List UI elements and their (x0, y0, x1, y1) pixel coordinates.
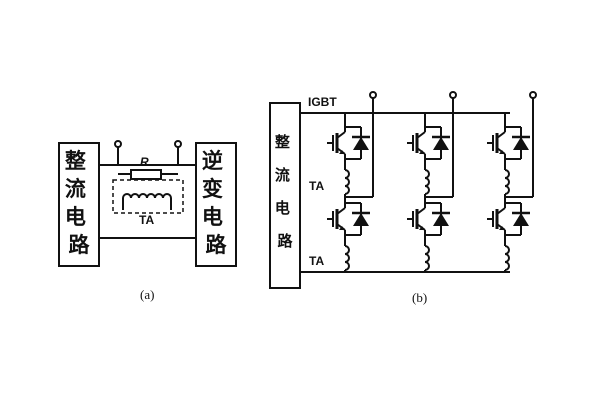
output-terminal-3 (529, 91, 537, 99)
ct-coil-lower-3 (504, 245, 510, 271)
inverter-label-a-char-3: 电 (202, 205, 223, 229)
rectifier-label-a: 整 流 电 路 (65, 149, 93, 257)
igbt-upper-3 (485, 122, 532, 164)
output-terminal-2 (449, 91, 457, 99)
igbt-lower-1 (325, 198, 372, 240)
igbt-upper-1 (325, 122, 372, 164)
resistor-r (130, 169, 162, 180)
rectifier-label-a-char-2: 流 (65, 177, 86, 201)
diagram-a: 整 流 电 路 逆 变 电 路 R (58, 140, 237, 302)
rectifier-label-b-char-4: 路 (277, 232, 293, 250)
caption-b: (b) (412, 290, 427, 305)
inverter-block-a (195, 142, 237, 267)
rectifier-label-a-char-1: 整 (65, 149, 86, 173)
rectifier-label-a-char-3: 电 (65, 205, 86, 229)
ct-label-b-lower: TA (309, 254, 324, 268)
ct-label-b-upper: TA (309, 179, 324, 193)
phase-leg-1 (325, 91, 377, 272)
rectifier-label-b-char-2: 流 (275, 166, 290, 184)
ct-dashed-box-a (112, 179, 184, 214)
inverter-label-a-char-1: 逆 (202, 149, 223, 173)
rectifier-label-a-char-4: 路 (69, 233, 91, 257)
igbt-lower-2 (405, 198, 452, 240)
diagram-b: 整 流 电 路 IGBT TA TA (269, 91, 537, 305)
inverter-label-a-char-4: 路 (206, 233, 228, 257)
output-terminal-1 (369, 91, 377, 99)
dc-bus-b (300, 112, 510, 273)
terminal-a-right (174, 140, 182, 148)
resistor-label: R (140, 155, 149, 169)
phase-leg-3 (485, 91, 537, 272)
ct-coil-upper-2 (424, 169, 430, 195)
ct-coil-lower-1 (344, 245, 350, 271)
inverter-label-a: 逆 变 电 路 (202, 149, 230, 257)
rectifier-label-b: 整 流 电 路 (275, 133, 295, 250)
terminal-a-left (114, 140, 122, 148)
ct-coil-upper-1 (344, 169, 350, 195)
igbt-label: IGBT (308, 95, 337, 109)
dc-bus-a (99, 146, 196, 239)
rectifier-block-b (269, 102, 301, 289)
ct-label-a: TA (139, 213, 154, 227)
igbt-lower-3 (485, 198, 532, 240)
ct-coil-a (122, 193, 172, 199)
ct-coil-lower-2 (424, 245, 430, 271)
ct-coil-upper-3 (504, 169, 510, 195)
rectifier-label-b-char-1: 整 (275, 133, 290, 151)
caption-a: (a) (140, 287, 154, 302)
inverter-label-a-char-2: 变 (202, 177, 223, 201)
rectifier-block-a (58, 142, 100, 267)
phase-leg-2 (405, 91, 457, 272)
rectifier-label-b-char-3: 电 (275, 199, 290, 217)
igbt-upper-2 (405, 122, 452, 164)
